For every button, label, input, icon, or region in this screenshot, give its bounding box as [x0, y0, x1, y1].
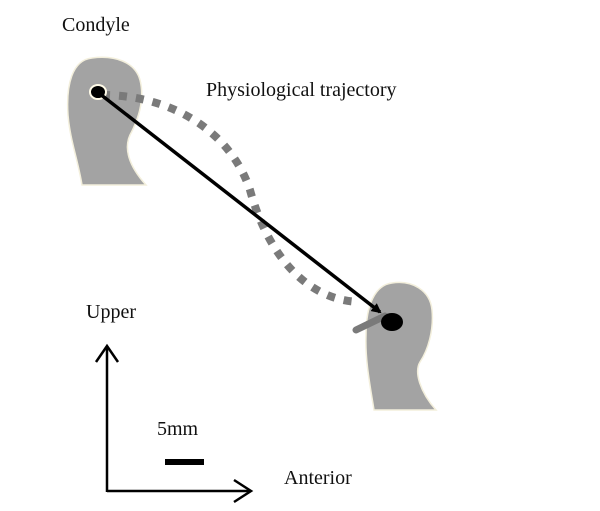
- anterior-axis-label: Anterior: [284, 467, 352, 489]
- physiological-trajectory-path: [101, 91, 361, 306]
- scale-bar: [165, 459, 204, 465]
- end-condyle-shape: [365, 281, 438, 411]
- anterior-axis-arrowhead: [233, 478, 254, 504]
- upper-axis-arrowhead: [94, 343, 120, 363]
- scale-bar-label: 5mm: [157, 418, 199, 440]
- upper-axis-label: Upper: [86, 301, 136, 323]
- start-condyle-shape: [66, 56, 148, 186]
- movement-arrow: [98, 92, 382, 314]
- trajectory-end-segment: [352, 312, 389, 334]
- physiological-trajectory-label: Physiological trajectory: [206, 79, 397, 101]
- condyle-label: Condyle: [62, 14, 130, 36]
- end-condyle-point: [381, 313, 403, 331]
